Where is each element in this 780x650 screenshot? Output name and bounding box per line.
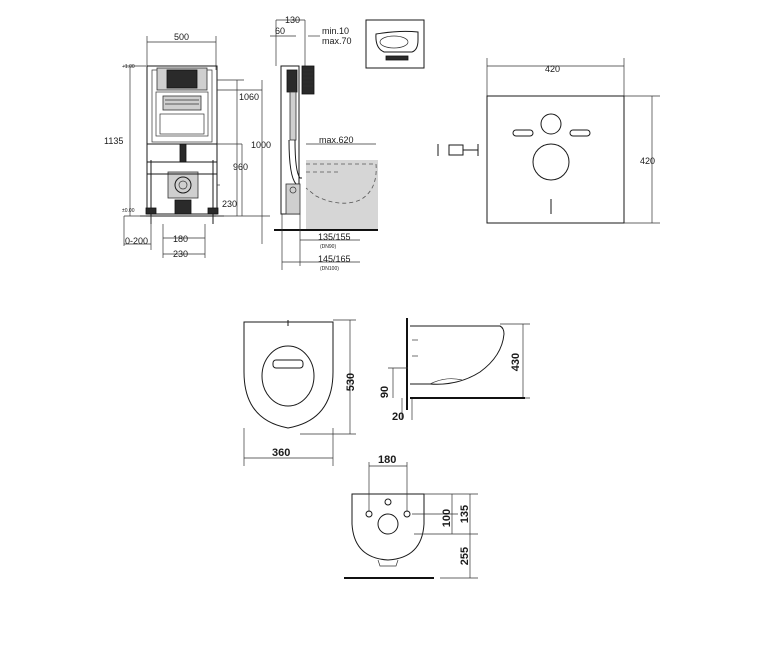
dim-bowl-length: 530 [345, 373, 357, 391]
dim-floor-adjust: 0-200 [125, 236, 148, 246]
dim-135: 135 [459, 505, 471, 523]
label-plus-100: +1.00 [122, 64, 135, 70]
dim-255: 255 [459, 547, 471, 565]
dim-1000: 1000 [251, 140, 271, 150]
frame-front-view: 500 1135 +1.00 ±0.00 [104, 32, 271, 259]
dim-cistern-height: 1060 [239, 92, 259, 102]
label-dn90: (DN90) [320, 244, 336, 250]
dim-foot-spacing: 230 [173, 249, 188, 259]
dim-bowl-width: 360 [272, 447, 290, 459]
toilet-thumbnail [365, 19, 425, 69]
bowl-outline [243, 321, 334, 429]
dim-960: 960 [233, 162, 248, 172]
dim-130: 130 [285, 15, 300, 25]
dim-100: 100 [441, 509, 453, 527]
dim-back-bolt-spacing: 180 [378, 454, 396, 466]
dim-frame-width: 500 [174, 32, 189, 42]
drain-outlet [174, 176, 192, 194]
dim-frame-height: 1135 [104, 136, 123, 146]
dim-20: 20 [392, 411, 404, 423]
dim-135-155: 135/155 [318, 232, 351, 242]
dim-145-165: 145/165 [318, 254, 351, 264]
dim-90: 90 [379, 386, 391, 398]
bowl-back-outline [351, 493, 425, 561]
bowl-back-view: 180 100 135 255 [344, 454, 478, 579]
dim-bolt-spacing: 180 [173, 234, 188, 244]
dim-max-620: max.620 [319, 135, 354, 145]
frame-side-view: 130 60 min.10 max.70 max.620 135/155 [270, 15, 425, 272]
label-zero: ±0.00 [122, 208, 135, 214]
dim-230: 230 [222, 199, 237, 209]
label-dn100: (DN100) [320, 266, 339, 272]
plate-outline [486, 95, 625, 224]
dim-plate-width: 420 [545, 64, 560, 74]
dim-plate-height: 420 [640, 156, 655, 166]
dim-60: 60 [275, 26, 285, 36]
bowl-top-view: 530 360 [243, 319, 357, 466]
wall-profile [301, 65, 315, 95]
bowl-profile [410, 325, 505, 385]
bowl-side-view: 430 90 20 [379, 318, 530, 423]
dim-bowl-height: 430 [510, 353, 522, 371]
sound-plate-view: 420 420 [437, 58, 660, 224]
label-max-70: max.70 [322, 36, 352, 46]
label-min-10: min.10 [322, 26, 349, 36]
